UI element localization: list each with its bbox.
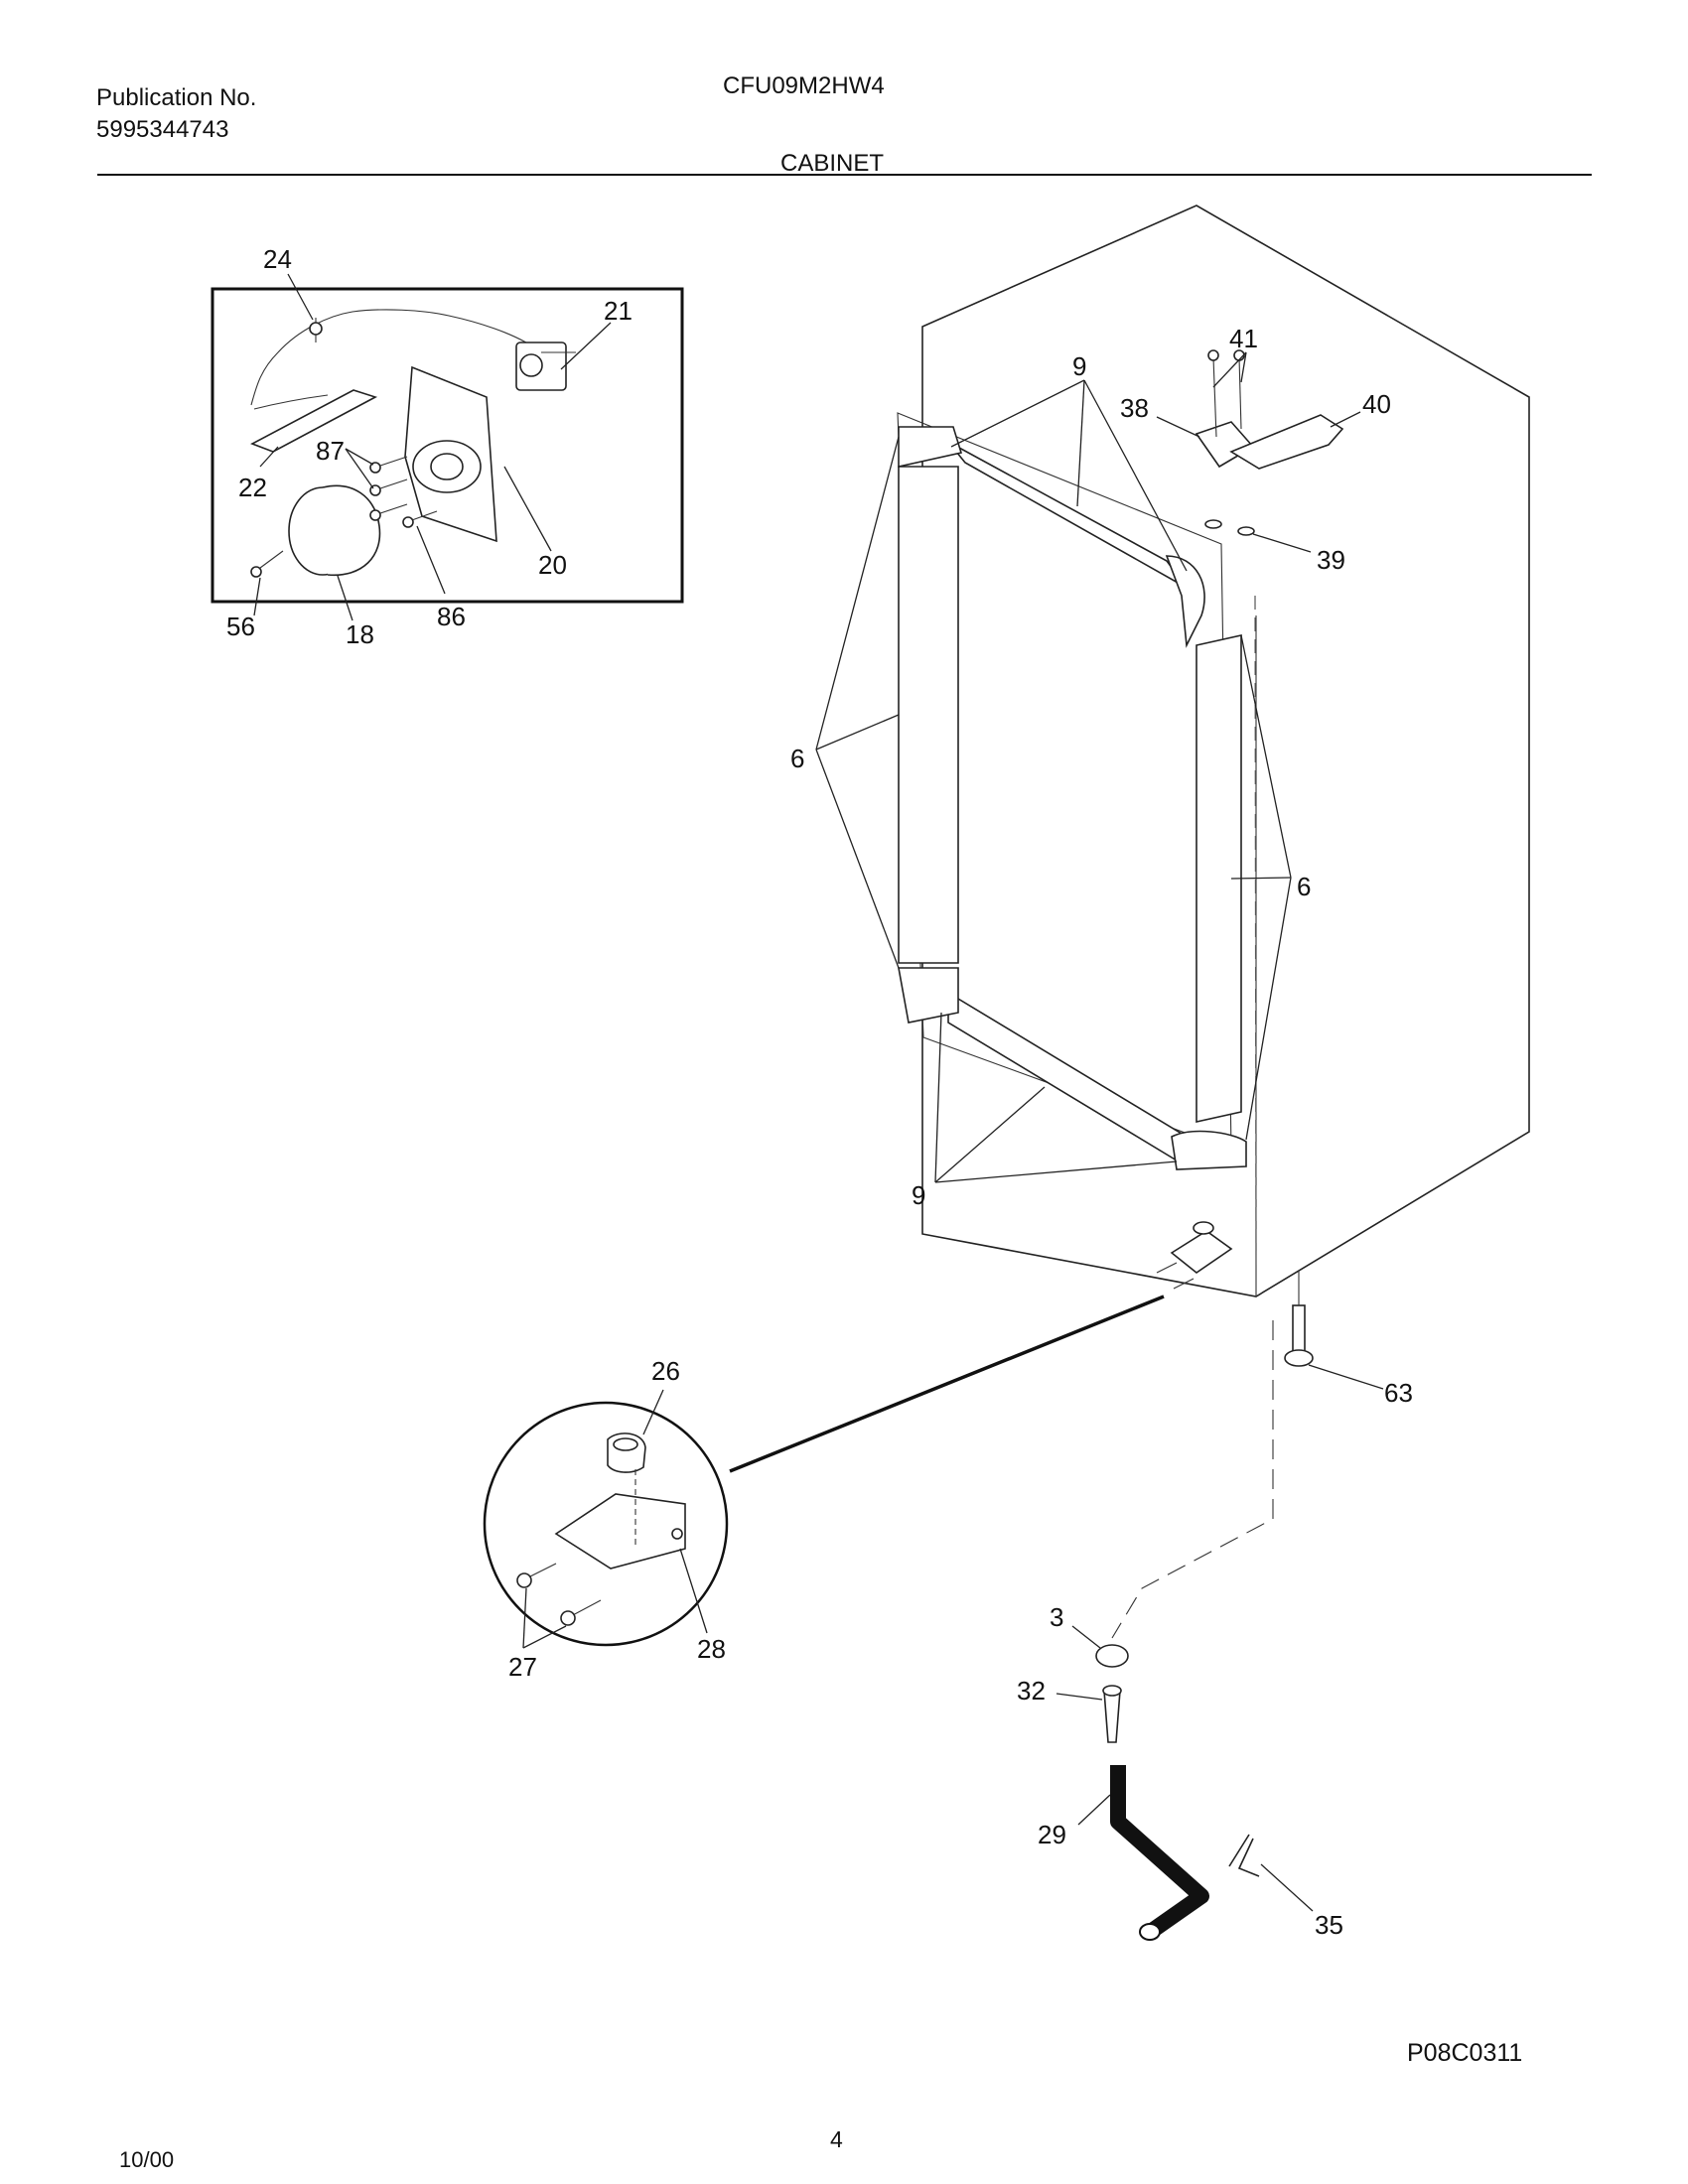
control-inset: 24 21 87 22 20 56 18 86	[211, 244, 684, 649]
drain-tube	[1103, 1690, 1121, 1743]
callout-87: 87	[316, 436, 345, 466]
top-hinge	[1229, 414, 1344, 470]
drain-plug	[1095, 1644, 1129, 1668]
detail-connector	[729, 1295, 1165, 1473]
callout-9-top: 9	[1072, 351, 1086, 381]
callout-3: 3	[1050, 1602, 1063, 1632]
callout-56: 56	[226, 612, 255, 641]
inset-frame	[211, 287, 684, 604]
callout-38: 38	[1120, 393, 1149, 423]
hinge-detail: 26 28 27	[483, 1295, 1165, 1682]
callout-26: 26	[651, 1356, 680, 1386]
callout-21: 21	[604, 296, 633, 326]
publication-number: 5995344743	[96, 116, 229, 143]
callout-35: 35	[1315, 1910, 1343, 1940]
drain-path	[1111, 1320, 1274, 1639]
capillary-tube-lower	[253, 394, 329, 410]
publication-label: Publication No.	[96, 84, 257, 111]
callout-27: 27	[508, 1652, 537, 1682]
callout-29: 29	[1038, 1820, 1066, 1849]
drain-assembly: 3 32 29 35	[1017, 1320, 1343, 1941]
callout-86: 86	[437, 602, 466, 631]
hinge-plate	[554, 1493, 686, 1570]
breaker-strip-left	[898, 466, 959, 964]
callout-9-bottom: 9	[912, 1180, 925, 1210]
drain-hose	[1110, 1765, 1209, 1938]
callout-6-left: 6	[790, 744, 804, 773]
model-number: CFU09M2HW4	[723, 72, 885, 99]
callout-18: 18	[346, 619, 374, 649]
callout-22: 22	[238, 473, 267, 502]
publication-date: 10/00	[119, 2147, 175, 2172]
capillary-tube	[250, 309, 542, 406]
corner-bottom-right	[1171, 1130, 1247, 1170]
callout-28: 28	[697, 1634, 726, 1664]
corner-top-right	[1165, 555, 1205, 648]
callout-6-right: 6	[1297, 872, 1311, 901]
cabinet-body: 9 41 38 40 39 6 6 9 63	[790, 205, 1530, 1408]
callout-63: 63	[1384, 1378, 1413, 1408]
callout-39: 39	[1317, 545, 1345, 575]
callout-20: 20	[538, 550, 567, 580]
callout-40: 40	[1362, 389, 1391, 419]
callout-32: 32	[1017, 1676, 1046, 1706]
callout-24: 24	[263, 244, 292, 274]
leveling-leg	[1292, 1304, 1306, 1354]
sensor-bracket	[250, 389, 378, 453]
breaker-strip-right	[1196, 634, 1242, 1123]
header-rule	[97, 174, 1592, 176]
figure-code: P08C0311	[1407, 2039, 1523, 2067]
hose-clip	[1237, 1838, 1260, 1877]
detail-circle	[483, 1401, 729, 1647]
section-title: CABINET	[780, 150, 885, 177]
corner-bottom-left	[898, 967, 959, 1024]
page-number: 4	[830, 2126, 843, 2152]
callout-41: 41	[1229, 324, 1258, 353]
corner-top-left	[898, 426, 963, 468]
bottom-hinge	[1170, 1230, 1233, 1274]
